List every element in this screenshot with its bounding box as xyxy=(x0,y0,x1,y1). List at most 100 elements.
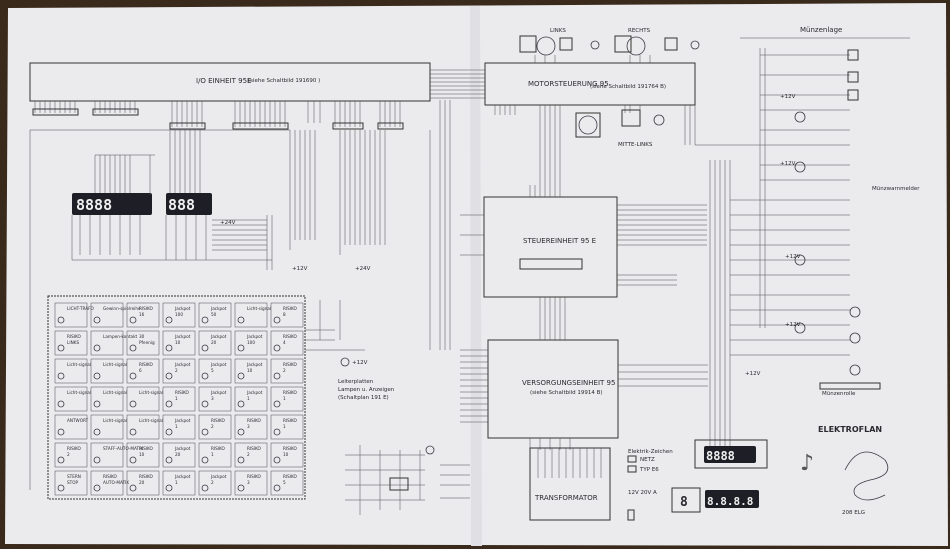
lamp-bulb-icon xyxy=(165,400,173,408)
lamp-cell-frame xyxy=(126,442,160,468)
lamp-cell-frame xyxy=(126,470,160,496)
lamp-bulb-icon xyxy=(273,428,281,436)
lamp-cell: Licht-signal xyxy=(90,358,127,384)
display-left-value: 8888 xyxy=(76,196,112,214)
lamp-cell-frame xyxy=(270,442,304,468)
lamp-cell-frame xyxy=(54,358,88,384)
lamp-cell-label: Jackpot xyxy=(210,474,227,479)
lamp-cell-frame xyxy=(162,330,196,356)
io-unit-title: I/O EINHEIT 95E xyxy=(196,77,251,85)
lamp-cell-label: 5 xyxy=(211,368,214,373)
lamp-cell-label: 2 xyxy=(211,424,214,429)
lamp-cell-label: RISIKO xyxy=(283,474,298,479)
lamp-board-caption-3: (Schaltplan 191 E) xyxy=(338,395,389,401)
lamp-cell-frame xyxy=(270,414,304,440)
lamp-cell-frame xyxy=(198,470,232,496)
plus-12v-label-a: +12V xyxy=(292,266,308,272)
lamp-bulb-icon xyxy=(57,372,65,380)
lamp-cell-frame xyxy=(90,414,124,440)
lamp-cell-frame xyxy=(270,330,304,356)
lamp-cell-label: 2 xyxy=(283,368,286,373)
plus-12v-label-lamp: +12V xyxy=(352,360,368,366)
lamp-bulb-icon xyxy=(129,428,137,436)
lamp-cell-label: 2 xyxy=(175,368,178,373)
lamp-cell-label: 1 xyxy=(283,424,286,429)
motor-control-subtitle: (siehe Schaltbild 191764 B) xyxy=(590,84,666,90)
lamp-cell-label: RISIKO xyxy=(175,390,190,395)
lamp-cell-label: Jackpot xyxy=(174,418,191,423)
lamp-cell-label: 20 xyxy=(211,340,217,345)
lamp-cell-frame xyxy=(234,386,268,412)
coin-unit: Münzenlage Münzwarnmelder +12V +12V + xyxy=(695,26,920,460)
legend-item-1: NETZ xyxy=(640,457,655,463)
lamp-cell: Licht-signal xyxy=(54,386,91,412)
lamp-cell-label: 30 xyxy=(139,334,145,339)
lamp-bulb-icon xyxy=(129,484,137,492)
lamp-cell-label: 20 xyxy=(139,480,145,485)
lamp-cell-label: RISIKO xyxy=(139,306,154,311)
lamp-cell-frame xyxy=(162,386,196,412)
small-circuit xyxy=(345,445,435,515)
lamp-cell-label: 2 xyxy=(67,452,70,457)
motor-rechts: RECHTS xyxy=(614,28,700,56)
display-mid: 888 xyxy=(166,193,212,215)
lamp-cell-label: Licht-signal xyxy=(139,418,163,423)
lamp-cell-label: Jackpot xyxy=(174,446,191,451)
lamp-cell-frame xyxy=(198,358,232,384)
lamp-cell-label: Jackpot xyxy=(174,334,191,339)
display-digit-value: 8 xyxy=(680,495,688,510)
lamp-cell: LICHT-TRAFO xyxy=(54,302,95,328)
display-right: 8888 xyxy=(694,439,768,469)
lamp-cell-label: RISIKO xyxy=(283,306,298,311)
lamp-cell-frame xyxy=(54,442,88,468)
lamp-bulb-icon xyxy=(57,456,65,464)
transformer-block: TRANSFORMATOR xyxy=(529,447,611,521)
lamp-cell-label: RISIKO xyxy=(139,362,154,367)
lamp-bulb-icon xyxy=(93,456,101,464)
lamp-cell: ANTWORT xyxy=(54,414,89,440)
lamp-cell-frame xyxy=(270,358,304,384)
supply-unit-subtitle: (siehe Schaltbild 19914 B) xyxy=(530,390,603,396)
lamp-cell-frame xyxy=(126,330,160,356)
lamp-cell-label: RISIKO xyxy=(139,446,154,451)
coin-subtitle: Münzenrolle xyxy=(822,391,856,397)
lamp-bulb-icon xyxy=(129,372,137,380)
lamp-cell-frame xyxy=(90,302,124,328)
lamp-cell-label: 50 xyxy=(211,312,217,317)
lamp-bulb-icon xyxy=(201,372,209,380)
music-note-icon: ♪ xyxy=(800,451,814,476)
display-right-value: 8888 xyxy=(706,449,735,463)
lamp-cell-label: 8 xyxy=(283,312,286,317)
lamp-bulb-icon xyxy=(201,484,209,492)
lamp-cell-frame xyxy=(162,442,196,468)
lamp-cell-label: Jackpot xyxy=(246,390,263,395)
supply-unit-block: VERSORGUNGSEINHEIT 95 (siehe Schaltbild … xyxy=(460,297,708,450)
lamp-bulb-icon xyxy=(273,372,281,380)
supply-unit-title: VERSORGUNGSEINHEIT 95 xyxy=(522,379,615,387)
lamp-cell-label: Gewinn-spielreihe xyxy=(103,306,141,311)
motor-control-block: MOTORSTEUERUNG 95 (siehe Schaltbild 1917… xyxy=(484,55,696,185)
lamp-bulb-icon xyxy=(93,428,101,436)
plus-12v-label-r1: +12V xyxy=(780,94,796,100)
lamp-bulb-icon xyxy=(237,428,245,436)
lamp-cell: Licht-signal xyxy=(234,302,271,328)
lamp-cell-label: ANTWORT xyxy=(67,418,89,423)
lamp-cell-label: LINKS xyxy=(67,340,79,345)
lamp-cell-label: Licht-signal xyxy=(103,418,127,423)
io-unit-subtitle: (siehe Schaltbild 191690 ) xyxy=(248,78,320,84)
lamp-bulb-icon xyxy=(57,400,65,408)
